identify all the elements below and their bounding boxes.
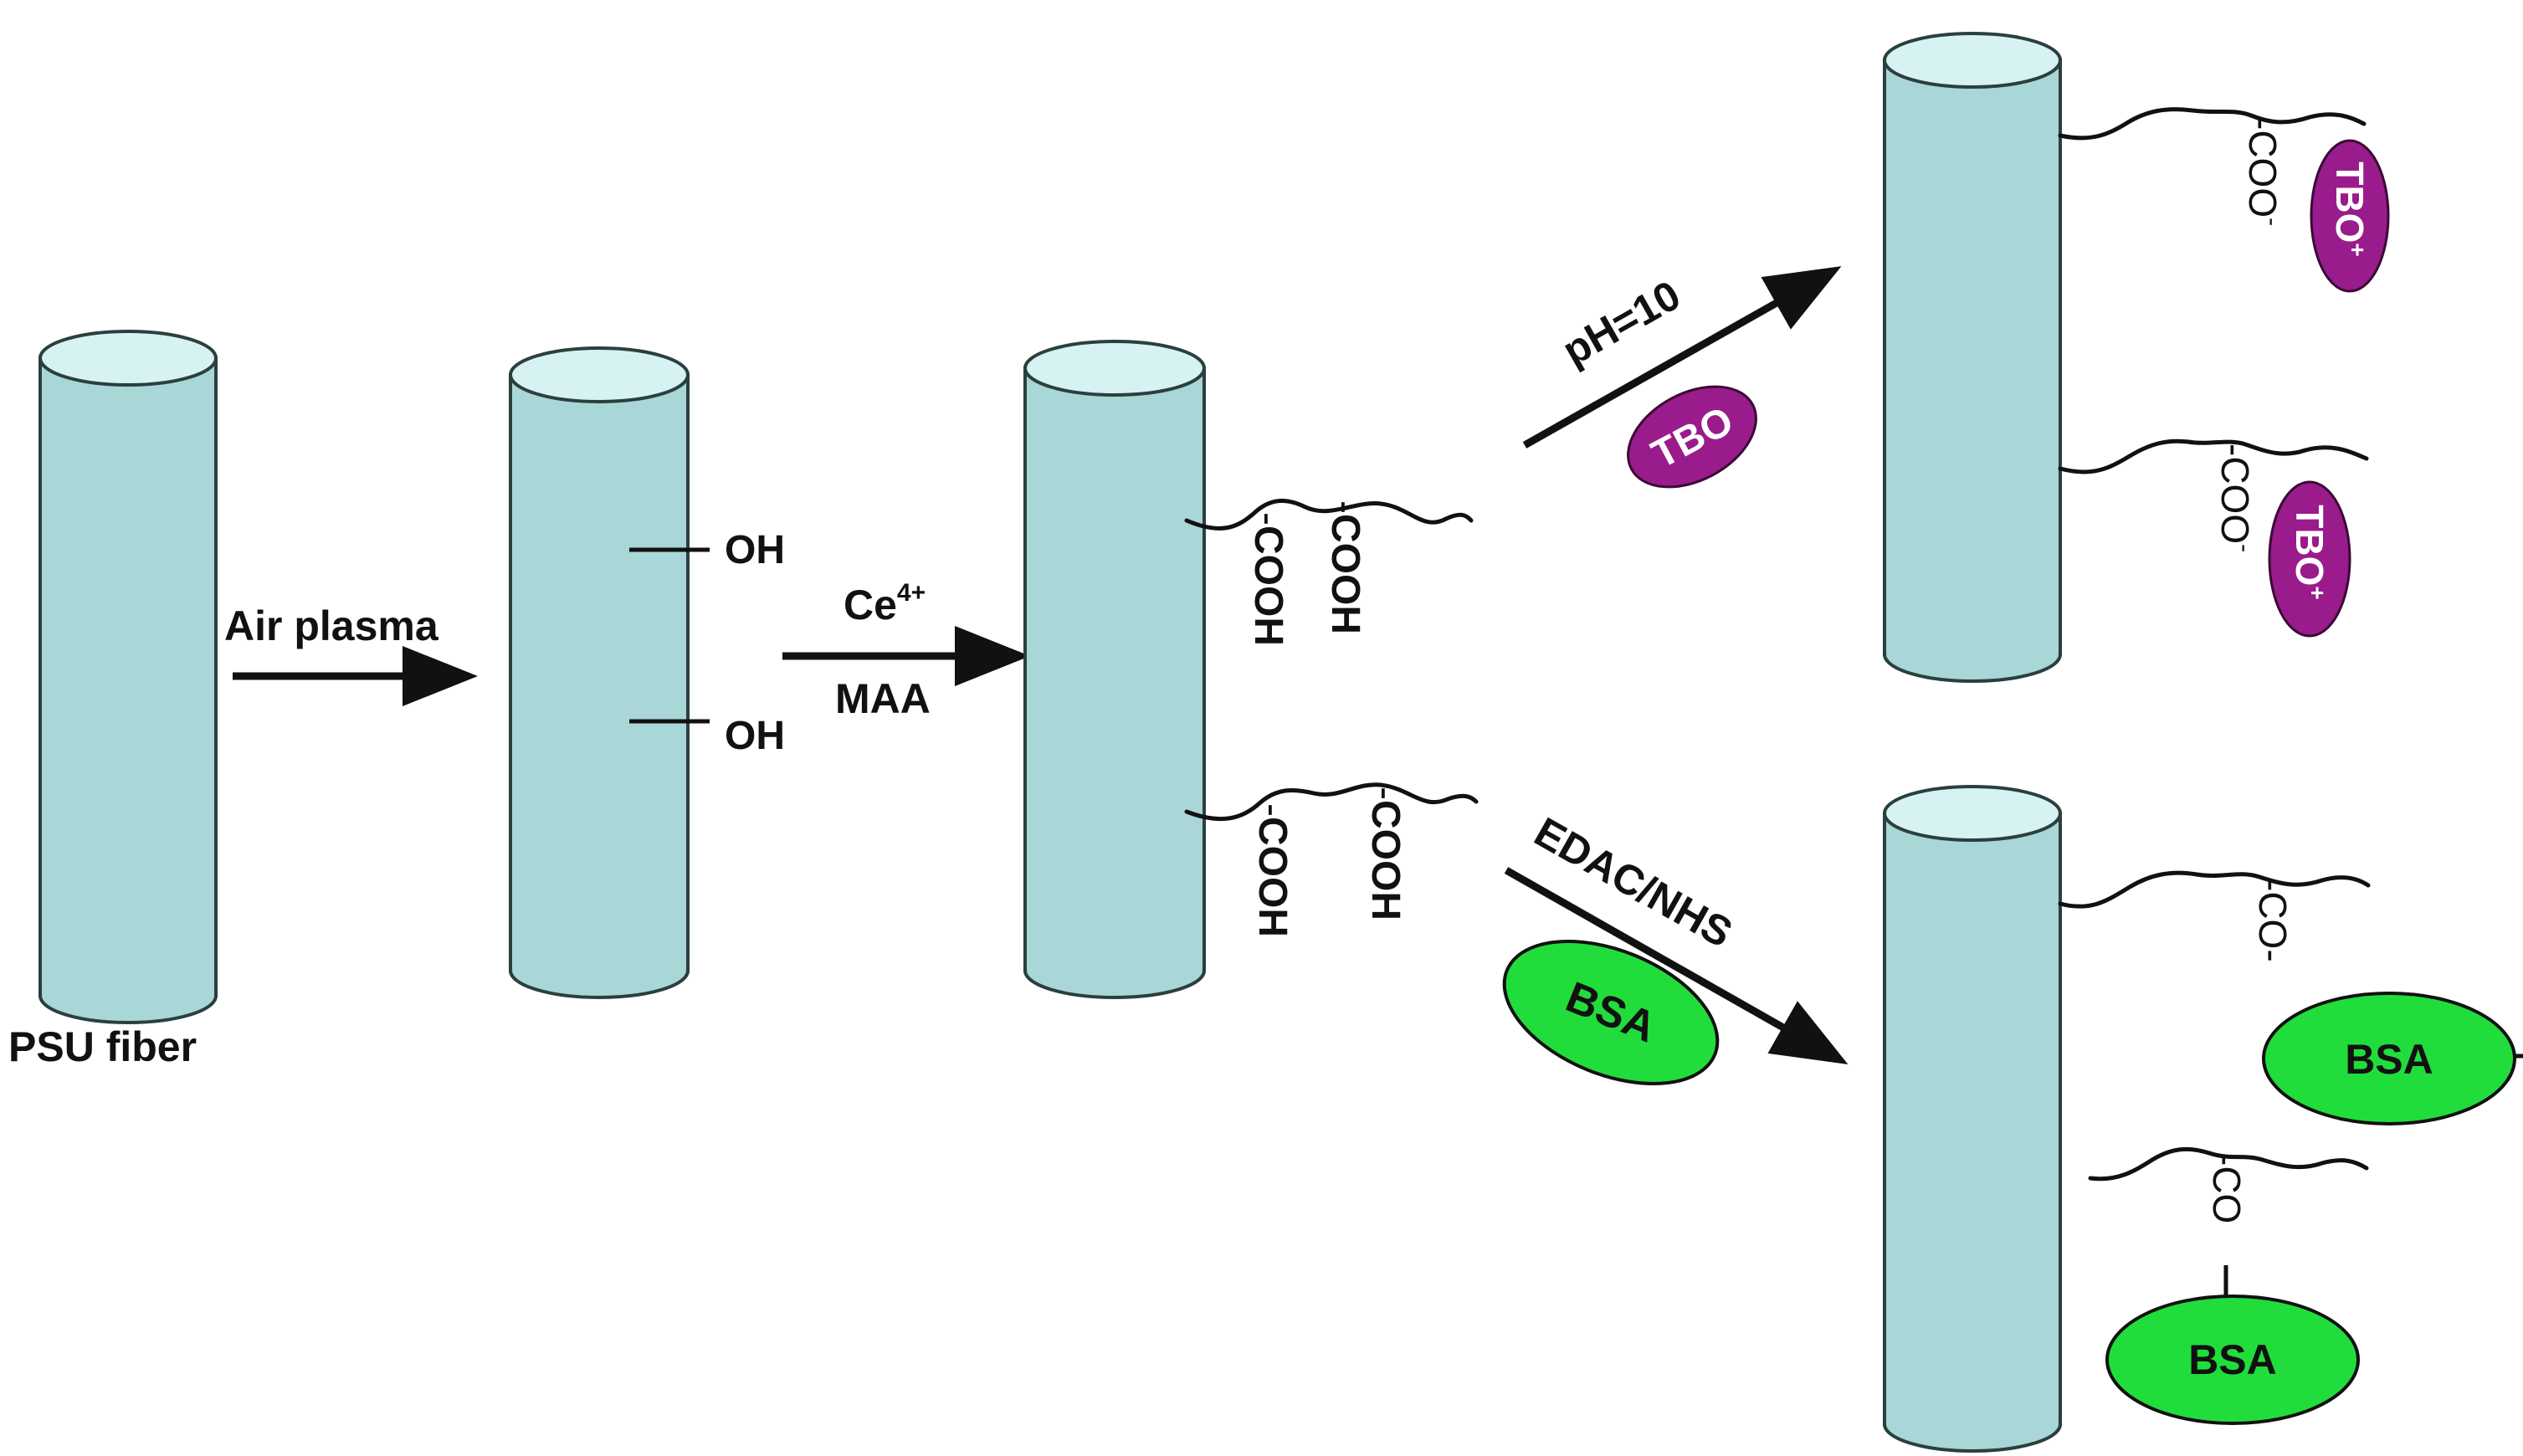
bsa-protein-upper-label: BSA [2345, 1036, 2433, 1083]
co-group-lower: -CO [2205, 1153, 2249, 1223]
cooh-group-upper-right: -COOH [1323, 500, 1367, 634]
fiber-maa-grafted [1023, 340, 1206, 999]
tbo-ion-upper: TBO+ [2310, 139, 2390, 293]
bsa-protein-lower: BSA [2105, 1295, 2360, 1425]
oh-group-upper: OH [725, 528, 785, 572]
svg-text:TBO+: TBO+ [2288, 505, 2331, 599]
svg-text:TBO+: TBO+ [2328, 161, 2372, 256]
ph-label: pH=10 [1555, 271, 1688, 374]
arrow-bsa-coupling [1504, 867, 1849, 1065]
coo-group-lower: -COO- [2213, 443, 2259, 552]
bsa-reagent-ellipse: BSA [1502, 939, 1720, 1086]
bsa-protein-lower-label: BSA [2188, 1336, 2277, 1383]
fiber-bsa-coupled [1883, 785, 2062, 1453]
psu-fiber-label: PSU fiber [8, 1023, 197, 1070]
oh-group-lower: OH [725, 714, 785, 758]
tbo-chain-upper [2058, 107, 2367, 141]
bsa-protein-upper: BSA [2262, 992, 2516, 1125]
arrow-tbo-binding [1522, 266, 1842, 449]
maa-label: MAA [835, 675, 931, 722]
air-plasma-label: Air plasma [224, 602, 439, 649]
cooh-group-lower-left: -COOH [1250, 803, 1295, 937]
fiber-tbo-bound [1883, 32, 2062, 683]
coo-group-upper: -COO- [2241, 117, 2286, 226]
fiber-plasma-treated [509, 346, 690, 999]
polymer-chain-upper [1184, 498, 1474, 531]
cooh-group-lower-right: -COOH [1363, 787, 1408, 920]
tbo-chain-lower [2058, 438, 2369, 474]
tbo-ion-lower: TBO+ [2268, 480, 2351, 638]
fiber-psu [38, 330, 218, 1024]
ce-label: Ce4+ [844, 579, 926, 628]
edac-nhs-label: EDAC/NHS [1527, 808, 1741, 956]
co-group-upper: -CO- [2251, 879, 2295, 962]
tbo-reagent-ellipse: TBO [1627, 385, 1757, 489]
polymer-chain-lower [1184, 782, 1479, 822]
cooh-group-upper-left: -COOH [1246, 512, 1290, 646]
bsa-chain-upper [2058, 870, 2371, 909]
bsa-chain-lower [2088, 1146, 2369, 1182]
